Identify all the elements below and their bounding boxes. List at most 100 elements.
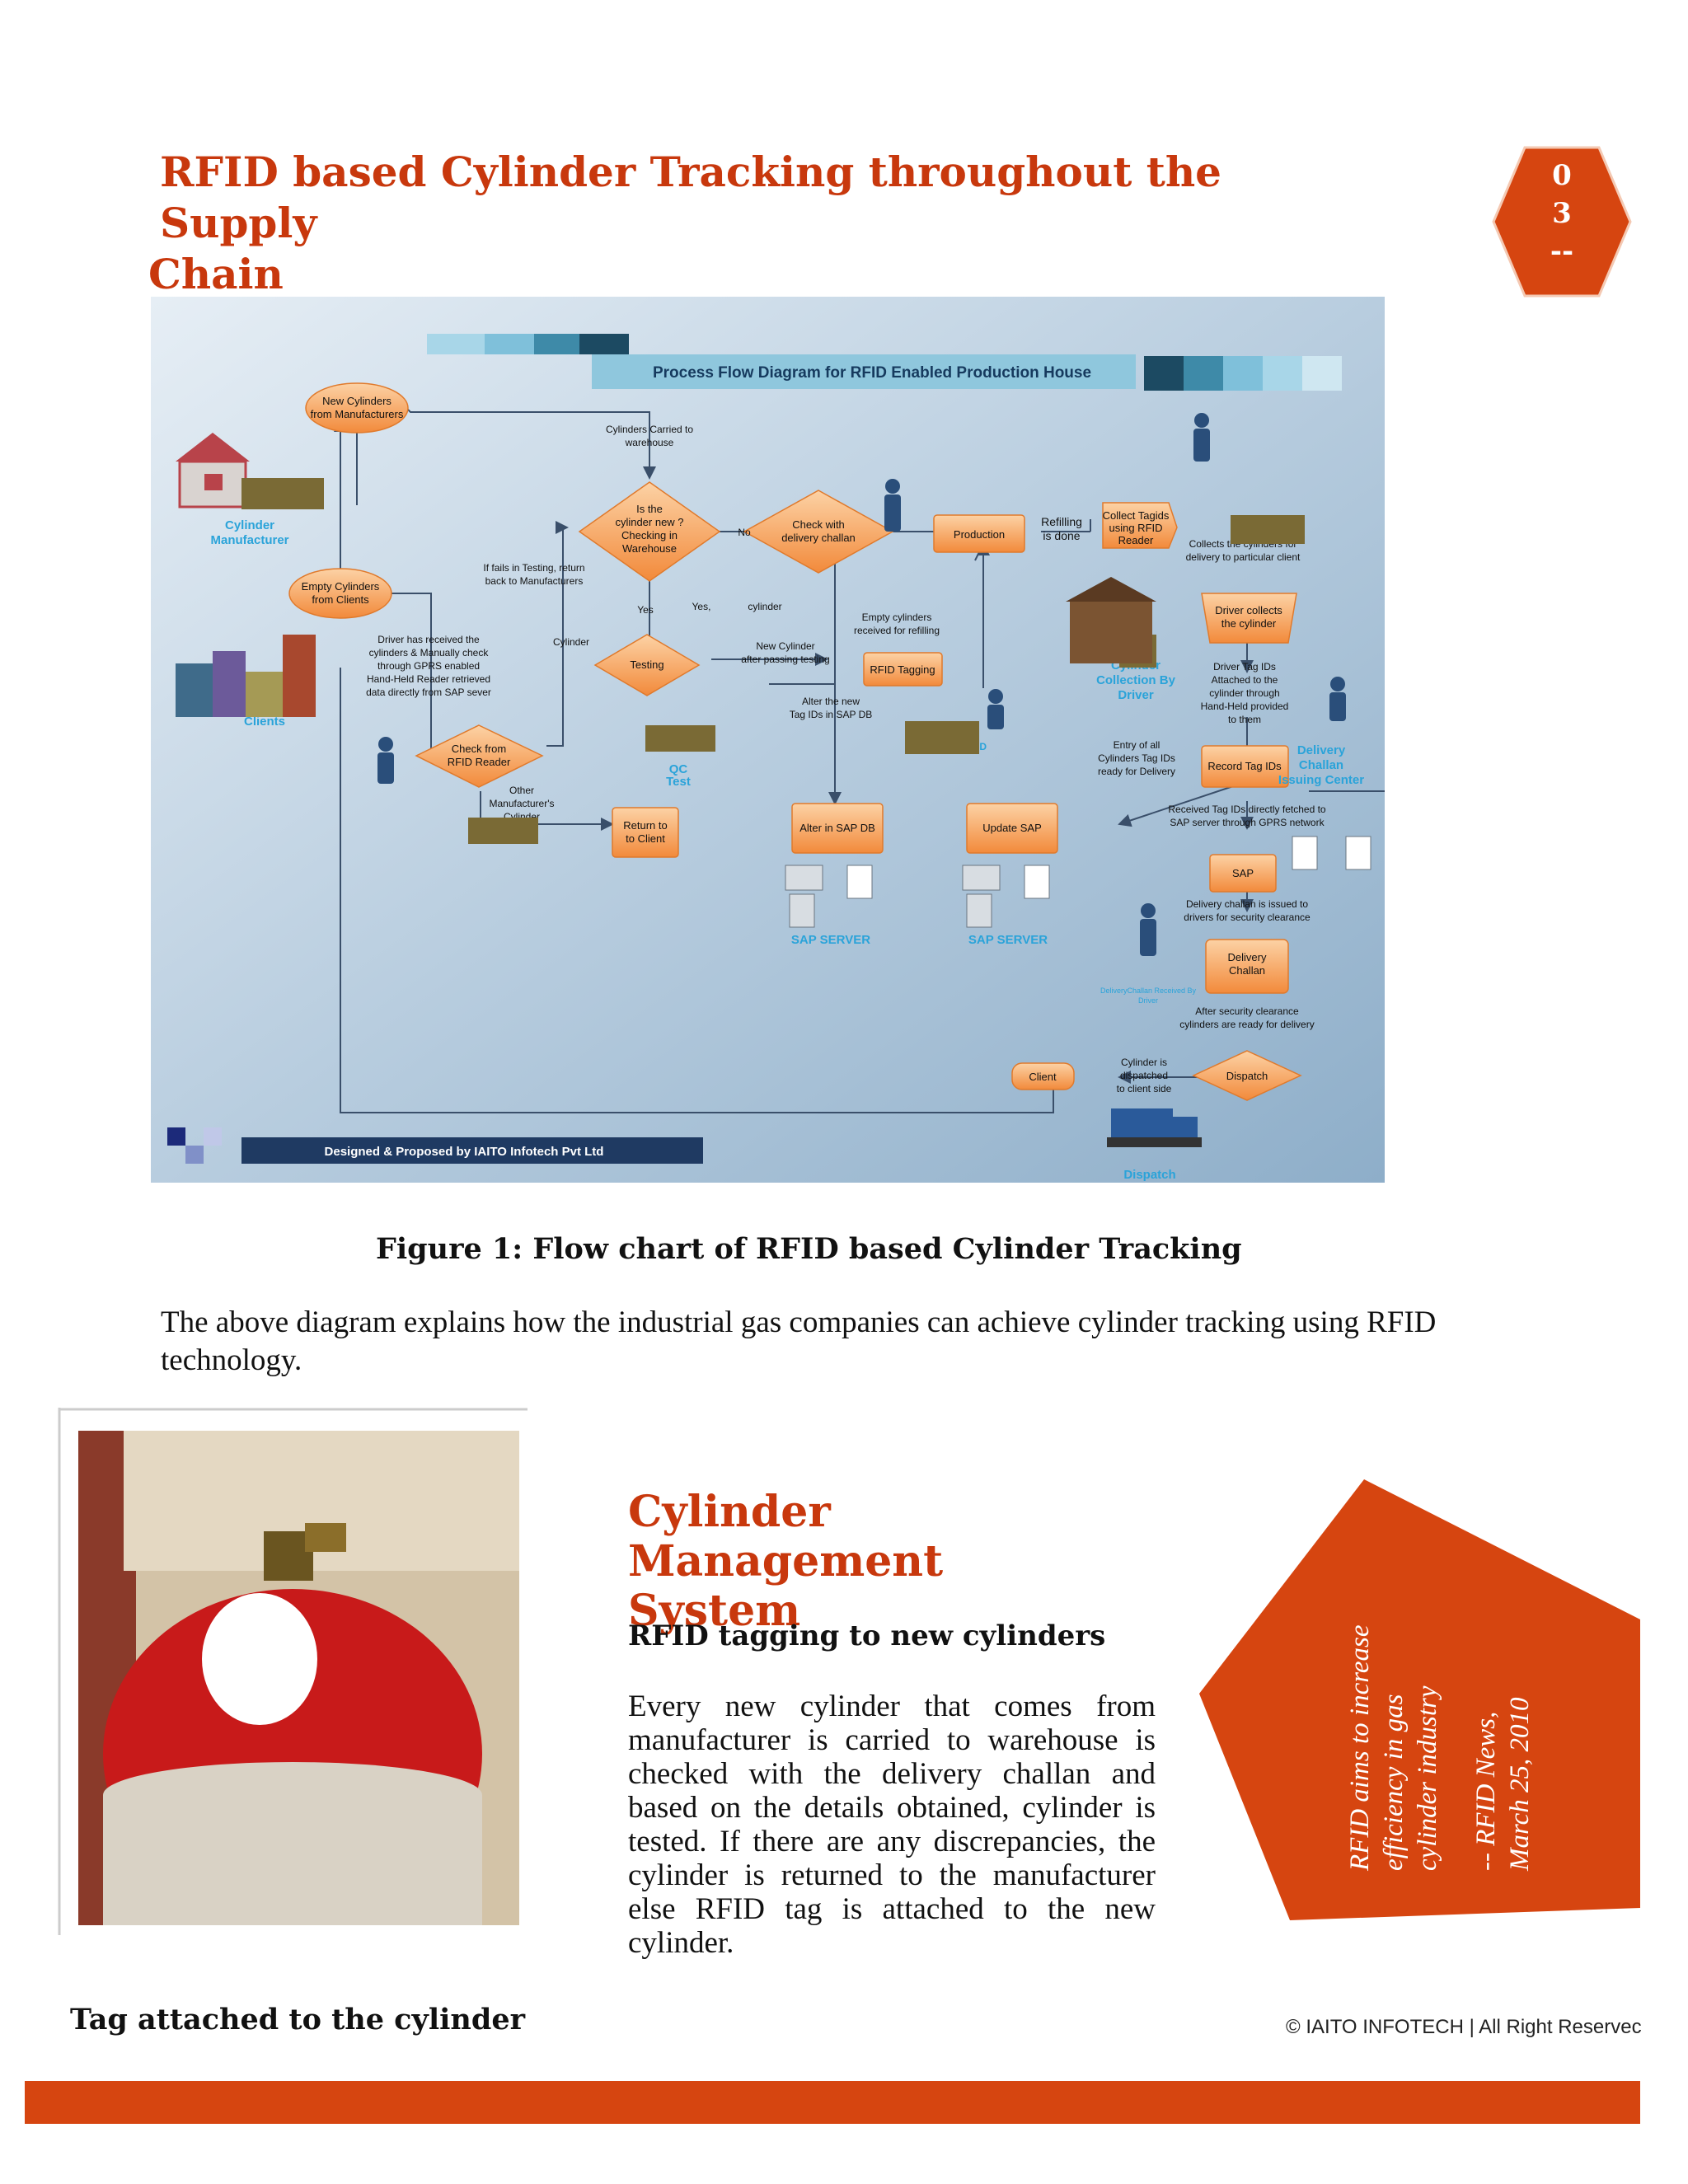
node-new-cyl-2: from Manufacturers bbox=[311, 408, 404, 420]
node-dispatch: Dispatch bbox=[1226, 1070, 1268, 1082]
lbl-cylinder1: cylinder bbox=[748, 601, 781, 612]
lbl-newcyl-1: New Cylinder bbox=[756, 640, 814, 652]
lbl-entry-1: Entry of all bbox=[1114, 739, 1160, 751]
svg-text:from Clients: from Clients bbox=[312, 593, 369, 606]
lbl-drvtag-4: Hand-Held provided bbox=[1201, 701, 1289, 712]
node-challan-1: Check with bbox=[792, 518, 845, 531]
process-flow-diagram: Process Flow Diagram for RFID Enabled Pr… bbox=[151, 297, 1385, 1183]
node-checkrfid-2: RFID Reader bbox=[448, 756, 511, 768]
lbl-newcyl-2: after passing testing bbox=[741, 654, 829, 665]
node-driver-1: Driver collects bbox=[1215, 604, 1282, 616]
pull-quote: RFID aims to increase efficiency in gas … bbox=[1343, 1558, 1657, 1871]
pull-quote-source: -- RFID News, March 25, 2010 bbox=[1471, 1697, 1535, 1871]
blue-manuf-2: Manufacturer bbox=[210, 533, 288, 547]
node-collect-2: using RFID bbox=[1109, 522, 1162, 534]
svg-text:New Cylinders: New Cylinders bbox=[322, 395, 392, 407]
lbl-driver-3: through GPRS enabled bbox=[377, 660, 480, 672]
node-empty-2: from Clients bbox=[312, 593, 369, 606]
lbl-received-2: SAP server through GPRS network bbox=[1170, 817, 1325, 828]
lbl-refill-1: Refilling bbox=[1041, 515, 1082, 528]
node-rfid-tagging: RFID Tagging bbox=[870, 663, 935, 676]
manufacturer-house-icon bbox=[176, 433, 250, 509]
node-alter-sap: Alter in SAP DB bbox=[799, 822, 875, 834]
blue-center-3: Issuing Center bbox=[1278, 773, 1364, 787]
warehouse-icon bbox=[1066, 577, 1156, 663]
lbl-dispatched-1: Cylinder is bbox=[1121, 1057, 1167, 1068]
lbl-collects-2: delivery to particular client bbox=[1186, 551, 1301, 563]
node-collect-3: Reader bbox=[1118, 534, 1154, 546]
footer-bar bbox=[25, 2081, 1640, 2124]
server-icons bbox=[785, 836, 1372, 928]
node-challan-b: Challan bbox=[1229, 964, 1265, 977]
lbl-empty-2: received for refilling bbox=[854, 625, 940, 636]
lbl-empty-1: Empty cylinders bbox=[862, 612, 932, 623]
section-title: Cylinder Management System bbox=[628, 1488, 1156, 1636]
node-isnew-1: Is the bbox=[636, 503, 663, 515]
pull-quote-text: RFID aims to increase efficiency in gas … bbox=[1345, 1624, 1442, 1871]
lbl-driver-5: data directly from SAP sever bbox=[366, 687, 491, 698]
lbl-drvtag-1: Driver Tag IDs bbox=[1213, 661, 1276, 673]
blue-sap-server-2: SAP SERVER bbox=[968, 933, 1048, 947]
lbl-security-2: cylinders are ready for delivery bbox=[1179, 1019, 1314, 1030]
node-update-sap: Update SAP bbox=[982, 822, 1042, 834]
svg-text:from Manufacturers: from Manufacturers bbox=[311, 408, 404, 420]
blue-clients: Clients bbox=[244, 715, 285, 729]
page-number: 0 3 -- bbox=[1550, 159, 1574, 268]
node-production: Production bbox=[954, 528, 1005, 541]
lbl-drvtag-5: to them bbox=[1228, 714, 1261, 725]
lbl-security-1: After security clearance bbox=[1195, 1005, 1299, 1017]
lbl-entry-2: Cylinders Tag IDs bbox=[1098, 752, 1175, 764]
lbl-fails-2: back to Manufacturers bbox=[485, 575, 584, 587]
worker-icons bbox=[377, 413, 1346, 956]
lbl-refill-2: is done bbox=[1043, 529, 1080, 542]
blue-center-2: Challan bbox=[1299, 758, 1343, 772]
lbl-other-2: Manufacturer's bbox=[490, 798, 555, 809]
blue-sap-server-1: SAP SERVER bbox=[791, 933, 870, 947]
figure-caption: Figure 1: Flow chart of RFID based Cylin… bbox=[376, 1232, 1242, 1266]
cylinder-photo bbox=[58, 1408, 528, 1935]
section-subheading: RFID tagging to new cylinders bbox=[628, 1619, 1106, 1652]
node-return-1: Return to bbox=[623, 819, 667, 832]
diagram-header: Process Flow Diagram for RFID Enabled Pr… bbox=[653, 364, 1091, 382]
lbl-fails-1: If fails in Testing, return bbox=[483, 562, 584, 574]
section-title-line2: System bbox=[628, 1586, 801, 1636]
lbl-challan-rec-2: Driver bbox=[1138, 996, 1158, 1005]
blue-qc-1: QC bbox=[669, 762, 688, 776]
page-title: RFID based Cylinder Tracking throughout … bbox=[148, 147, 1385, 300]
lbl-yes2: Yes, bbox=[692, 601, 711, 612]
svg-text:Empty Cylinders: Empty Cylinders bbox=[302, 580, 380, 593]
node-challan-2: delivery challan bbox=[781, 532, 856, 544]
node-isnew-2: cylinder new ? bbox=[615, 516, 683, 528]
node-isnew-3: Checking in bbox=[621, 529, 678, 541]
photo-caption: Tag attached to the cylinder bbox=[70, 2003, 526, 2036]
section-body: Every new cylinder that comes from manuf… bbox=[628, 1690, 1156, 1960]
lbl-driver-1: Driver has received the bbox=[377, 634, 480, 645]
lbl-other-1: Other bbox=[509, 785, 534, 796]
diagram-footer: Designed & Proposed by IAITO Infotech Pv… bbox=[325, 1145, 604, 1159]
blue-dispatch: Dispatch bbox=[1123, 1168, 1175, 1182]
node-collect-1: Collect Tagids bbox=[1103, 509, 1170, 522]
quote-pentagon bbox=[1199, 1479, 1640, 1920]
lbl-issued-2: drivers for security clearance bbox=[1184, 912, 1311, 923]
intro-paragraph: The above diagram explains how the indus… bbox=[161, 1305, 1437, 1377]
lbl-alter-1: Alter the new bbox=[802, 696, 860, 707]
copyright: © IAITO INFOTECH | All Right Reservec bbox=[1286, 2016, 1642, 2038]
node-checkrfid-1: Check from bbox=[452, 743, 506, 755]
lbl-cylinder2: Cylinder bbox=[553, 636, 589, 648]
blue-qc-2: Test bbox=[666, 775, 691, 789]
lbl-driver-4: Hand-Held Reader retrieved bbox=[367, 673, 490, 685]
lbl-issued-1: Delivery challan is issued to bbox=[1186, 898, 1308, 910]
lbl-dispatched-2: dispatched bbox=[1120, 1070, 1168, 1081]
lbl-dispatched-3: to client side bbox=[1117, 1083, 1172, 1094]
lbl-drvtag-2: Attached to the bbox=[1212, 674, 1278, 686]
lbl-received-1: Received Tag IDs directly fetched to bbox=[1168, 804, 1326, 815]
clients-buildings-icon bbox=[176, 635, 316, 717]
lbl-yes1: Yes bbox=[637, 604, 654, 616]
blue-collection-3: Driver bbox=[1118, 688, 1154, 702]
node-empty-1: Empty Cylinders bbox=[302, 580, 380, 593]
page-number-badge bbox=[1492, 146, 1632, 298]
node-sap: SAP bbox=[1232, 867, 1254, 879]
node-return-2: to Client bbox=[626, 832, 665, 845]
dispatch-truck-icon bbox=[1107, 1108, 1202, 1147]
section-title-line1: Cylinder Management bbox=[628, 1487, 944, 1586]
